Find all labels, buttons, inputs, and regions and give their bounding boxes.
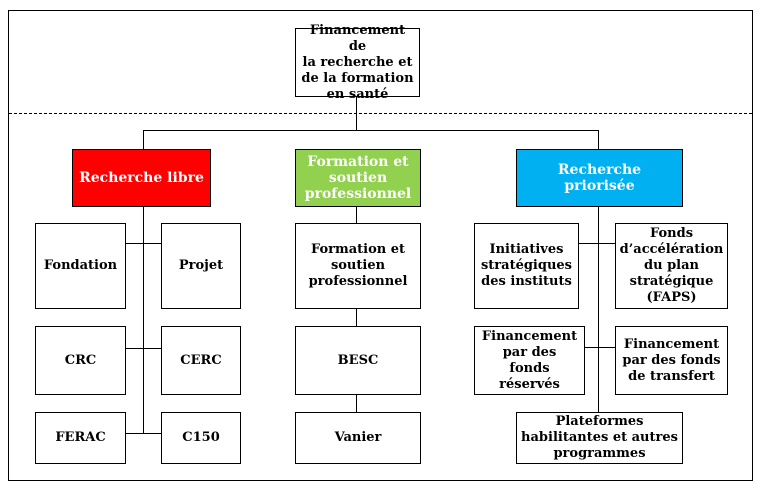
node-label: Financement par des fonds réservés xyxy=(481,328,578,392)
connector xyxy=(598,130,599,150)
category-recherche-libre: Recherche libre xyxy=(72,149,211,207)
connector xyxy=(578,243,616,244)
connector xyxy=(125,243,162,244)
connector xyxy=(584,347,616,348)
node-label: Fondation xyxy=(43,258,118,273)
node-initiatives-strategiques: Initiatives stratégiques des instituts xyxy=(474,223,579,309)
node-ferac: FERAC xyxy=(35,412,126,464)
node-faps: Fonds d’accélération du plan stratégique… xyxy=(615,223,728,309)
node-label: Vanier xyxy=(334,430,382,445)
category-label: Formation et soutien professionnel xyxy=(304,154,412,202)
node-label: Financement par des fonds de transfert xyxy=(622,336,721,384)
node-label: CERC xyxy=(180,352,222,368)
node-formation-soutien: Formation et soutien professionnel xyxy=(295,223,421,309)
node-label: BESC xyxy=(337,352,379,368)
connector xyxy=(598,206,599,413)
node-label: FERAC xyxy=(55,430,106,445)
node-besc: BESC xyxy=(295,326,421,395)
connector xyxy=(125,348,162,349)
category-label: Recherche libre xyxy=(79,170,204,186)
connector xyxy=(356,96,357,131)
dashed-separator xyxy=(9,113,752,114)
node-fonds-reserves: Financement par des fonds réservés xyxy=(474,326,585,395)
diagram-frame xyxy=(8,10,753,481)
node-plateformes: Plateformes habilitantes et autres progr… xyxy=(516,412,683,464)
node-label: C150 xyxy=(182,430,220,445)
node-projet: Projet xyxy=(161,223,241,309)
node-fonds-transfert: Financement par des fonds de transfert xyxy=(615,326,728,395)
node-label: Projet xyxy=(178,258,224,273)
node-label: Formation et soutien professionnel xyxy=(308,242,408,289)
category-formation: Formation et soutien professionnel xyxy=(295,149,421,207)
connector xyxy=(125,433,162,434)
connector xyxy=(356,308,357,327)
node-label: CRC xyxy=(64,352,97,368)
node-fondation: Fondation xyxy=(35,223,126,309)
root-node: Financement de la recherche et de la for… xyxy=(295,23,420,102)
root-label: Financement de la recherche et de la for… xyxy=(301,22,414,102)
connector xyxy=(143,130,144,150)
connector xyxy=(143,130,599,131)
node-cerc: CERC xyxy=(161,326,241,395)
node-crc: CRC xyxy=(35,326,126,395)
node-label: Initiatives stratégiques des instituts xyxy=(480,242,573,289)
node-c150: C150 xyxy=(161,412,241,464)
category-label: Recherche priorisée xyxy=(557,162,642,194)
node-label: Fonds d’accélération du plan stratégique… xyxy=(619,226,724,305)
connector xyxy=(143,206,144,434)
connector xyxy=(356,394,357,413)
category-recherche-priorisee: Recherche priorisée xyxy=(516,149,683,207)
node-vanier: Vanier xyxy=(295,412,421,464)
connector xyxy=(356,206,357,224)
node-label: Plateformes habilitantes et autres progr… xyxy=(521,414,678,461)
